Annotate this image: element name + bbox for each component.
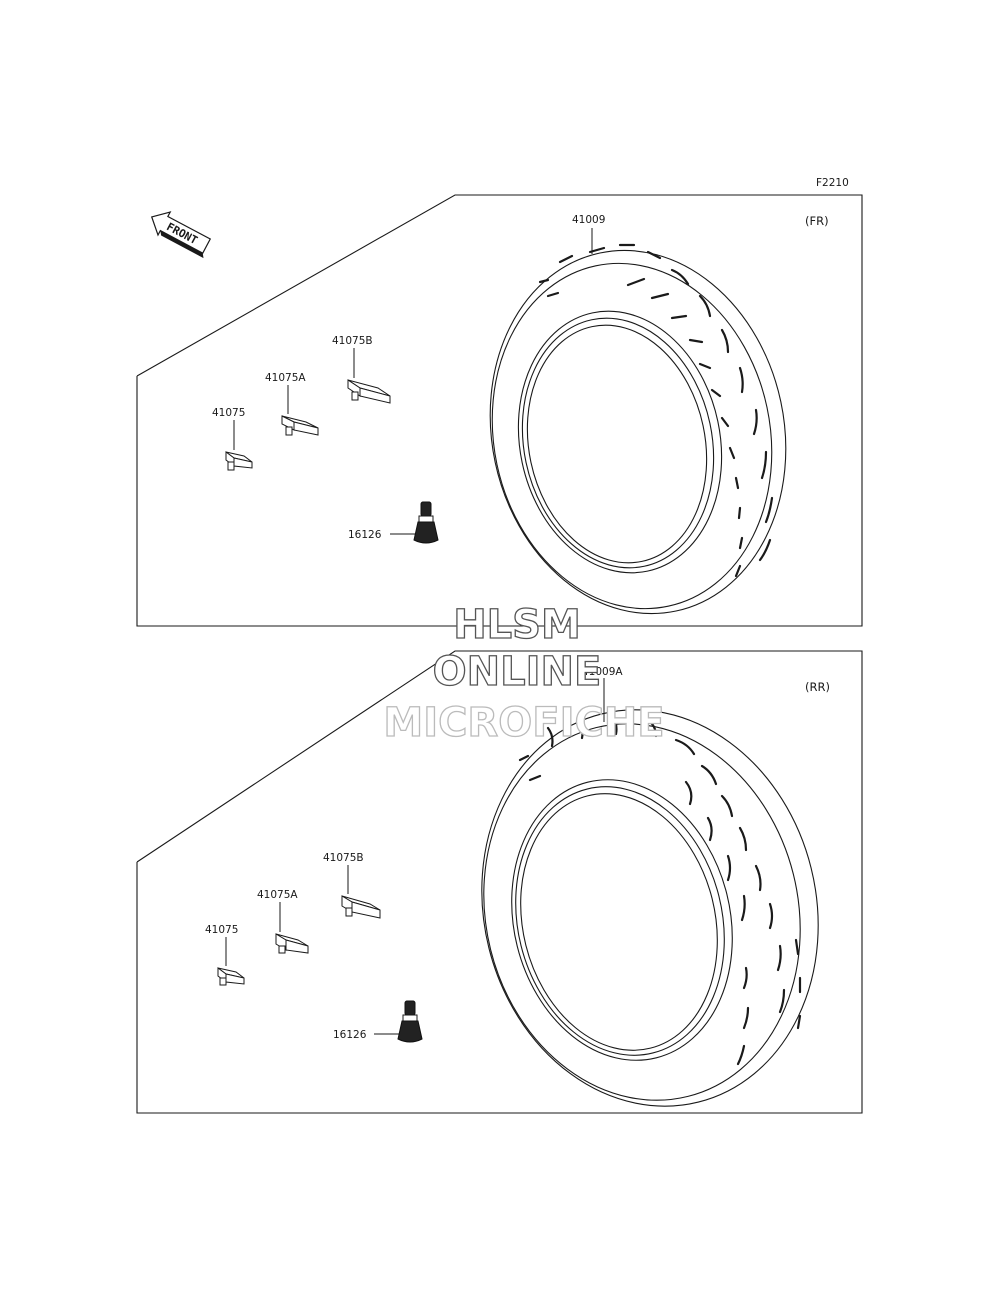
rear-valve-part-number[interactable]: 16126	[333, 1029, 367, 1041]
rear-balance-weight-a[interactable]	[275, 933, 309, 954]
front-tire[interactable]	[457, 223, 819, 642]
rear-balance-weight-b[interactable]	[341, 895, 381, 919]
front-weight-b-part-number[interactable]: 41075B	[332, 335, 373, 347]
front-position-label: (FR)	[805, 214, 829, 228]
front-valve-part-number[interactable]: 16126	[348, 529, 382, 541]
rear-balance-weight[interactable]	[217, 967, 245, 986]
front-balance-weight-b[interactable]	[347, 379, 391, 404]
rear-tire-part-number[interactable]: 41009A	[582, 666, 623, 678]
rear-position-label: (RR)	[805, 680, 830, 694]
front-balance-weight[interactable]	[225, 451, 253, 471]
diagram-code: F2210	[816, 177, 849, 189]
watermark: HLSM ONLINE MICROFICHE	[383, 601, 666, 746]
watermark-line1: HLSM	[453, 602, 581, 648]
front-arrow-icon: FRONT	[150, 211, 212, 259]
rear-panel-frame	[136, 650, 863, 1114]
watermark-line2: ONLINE	[433, 649, 602, 695]
front-balance-weight-a[interactable]	[281, 415, 319, 436]
watermark-line3: MICROFICHE	[383, 700, 664, 746]
rear-tire[interactable]	[441, 674, 860, 1142]
front-tire-part-number[interactable]: 41009	[572, 214, 605, 226]
rear-panel: (RR) 41009A 41075B 41075A	[136, 650, 863, 1142]
front-panel-frame	[136, 194, 863, 627]
rear-weight-b-part-number[interactable]: 41075B	[323, 852, 364, 864]
front-valve-stem[interactable]	[413, 501, 439, 544]
rear-weight-part-number[interactable]: 41075	[205, 924, 238, 936]
rear-valve-stem[interactable]	[397, 1000, 423, 1043]
rear-weight-a-part-number[interactable]: 41075A	[257, 889, 298, 901]
front-panel: (FR) 41009 41075B 41075A	[136, 194, 863, 642]
front-weight-part-number[interactable]: 41075	[212, 407, 245, 419]
front-weight-a-part-number[interactable]: 41075A	[265, 372, 306, 384]
